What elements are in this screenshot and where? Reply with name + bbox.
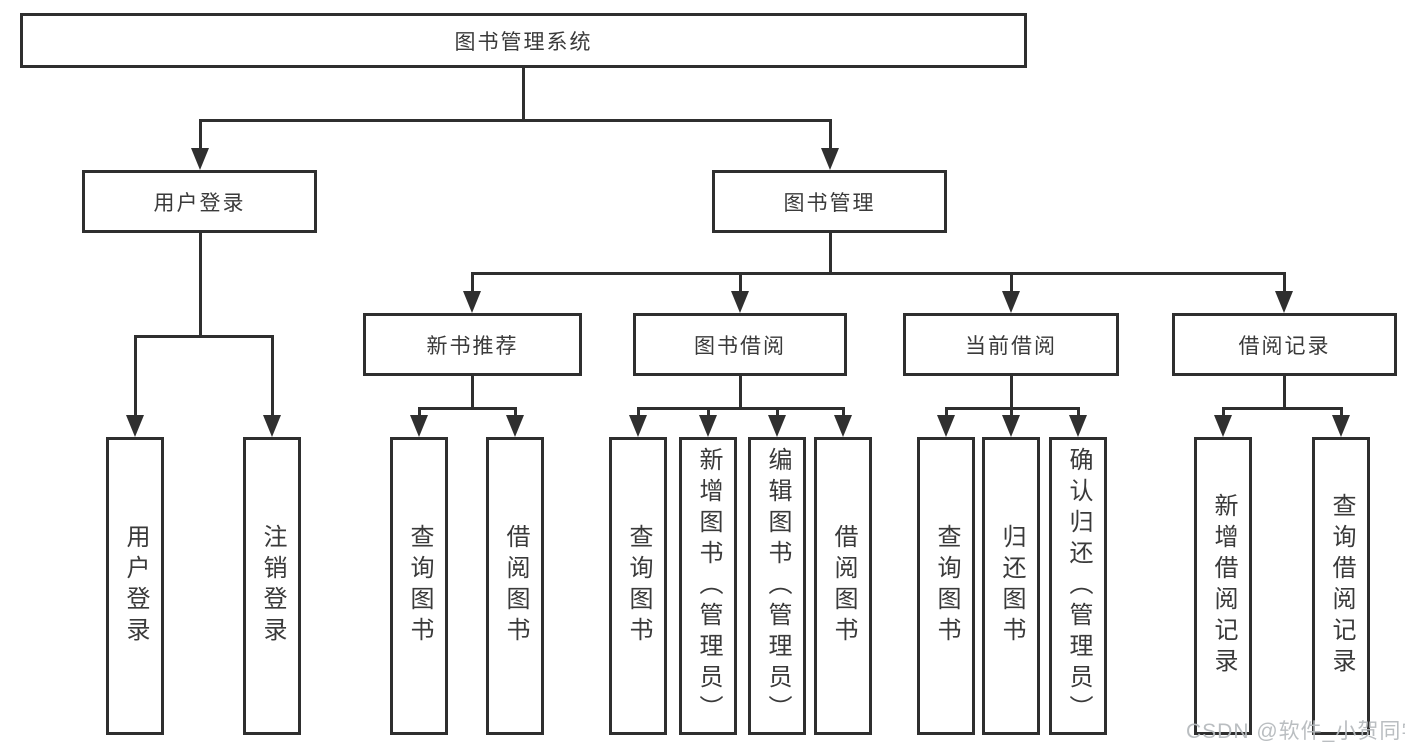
connector-arrowhead-down — [821, 148, 839, 170]
node-label: 新书推荐 — [426, 334, 519, 358]
connector-line — [636, 408, 640, 416]
node-label: 查询借阅记录 — [1328, 493, 1355, 679]
connector-line — [1009, 376, 1013, 410]
node-label: 新增图书（管理员） — [695, 446, 722, 726]
node-label: 用户登录 — [122, 524, 149, 648]
node-label: 图书管理系统 — [454, 30, 593, 54]
connector-line — [738, 273, 742, 292]
leaf-records-query-borrow-record: 查询借阅记录 — [1312, 437, 1370, 735]
connector-arrowhead-down — [463, 291, 481, 313]
connector-line — [198, 233, 202, 338]
connector-line — [513, 408, 517, 416]
connector-line — [470, 271, 1286, 275]
node-label: 编辑图书（管理员） — [764, 446, 791, 726]
leaf-logout: 注销登录 — [243, 437, 301, 735]
node-book-management: 图书管理 — [712, 170, 947, 233]
connector-arrowhead-down — [1002, 415, 1020, 437]
leaf-records-add-borrow-record: 新增借阅记录 — [1194, 437, 1252, 735]
connector-arrowhead-down — [768, 415, 786, 437]
connector-line — [828, 233, 832, 275]
connector-arrowhead-down — [1214, 415, 1232, 437]
node-new-book-recommendation: 新书推荐 — [363, 313, 582, 376]
connector-arrowhead-down — [126, 415, 144, 437]
connector-arrowhead-down — [1069, 415, 1087, 437]
node-borrowing-records: 借阅记录 — [1172, 313, 1397, 376]
leaf-current-confirm-return-admin: 确认归还（管理员） — [1049, 437, 1107, 735]
connector-line — [738, 376, 742, 410]
connector-arrowhead-down — [834, 415, 852, 437]
leaf-borrowing-add-books-admin: 新增图书（管理员） — [679, 437, 737, 735]
connector-line — [470, 273, 474, 292]
connector-line — [1009, 408, 1013, 416]
connector-arrowhead-down — [937, 415, 955, 437]
connector-arrowhead-down — [506, 415, 524, 437]
connector-line — [841, 408, 845, 416]
node-current-borrowing: 当前借阅 — [903, 313, 1119, 376]
leaf-borrowing-edit-books-admin: 编辑图书（管理员） — [748, 437, 806, 735]
node-label: 图书管理 — [783, 191, 876, 215]
connector-line — [944, 408, 948, 416]
connector-line — [1221, 408, 1225, 416]
connector-line — [521, 68, 525, 122]
connector-line — [1009, 273, 1013, 292]
connector-arrowhead-down — [1332, 415, 1350, 437]
node-label: 注销登录 — [259, 524, 286, 648]
connector-arrowhead-down — [731, 291, 749, 313]
connector-line — [828, 120, 832, 149]
node-root-library-management-system: 图书管理系统 — [20, 13, 1027, 68]
connector-line — [1282, 376, 1286, 410]
connector-arrowhead-down — [629, 415, 647, 437]
connector-line — [775, 408, 779, 416]
connector-line — [1076, 408, 1080, 416]
leaf-current-query-books: 查询图书 — [917, 437, 975, 735]
connector-line — [133, 334, 274, 338]
leaf-recommend-query-books: 查询图书 — [390, 437, 448, 735]
connector-line — [1339, 408, 1343, 416]
connector-line — [270, 336, 274, 416]
connector-line — [133, 336, 137, 416]
connector-arrowhead-down — [1002, 291, 1020, 313]
leaf-user-login: 用户登录 — [106, 437, 164, 735]
connector-line — [706, 408, 710, 416]
csdn-watermark: CSDN @软件_小贺同学 — [1186, 720, 1405, 743]
node-label: 查询图书 — [406, 524, 433, 648]
connector-line — [417, 406, 517, 410]
node-label: 借阅图书 — [502, 524, 529, 648]
node-label: 确认归还（管理员） — [1065, 446, 1092, 726]
node-label: 图书借阅 — [694, 334, 786, 358]
node-user-login: 用户登录 — [82, 170, 317, 233]
connector-line — [470, 376, 474, 410]
connector-line — [636, 406, 845, 410]
node-label: 归还图书 — [998, 524, 1025, 648]
connector-arrowhead-down — [1275, 291, 1293, 313]
node-book-borrowing: 图书借阅 — [633, 313, 847, 376]
connector-arrowhead-down — [263, 415, 281, 437]
connector-line — [1221, 406, 1343, 410]
node-label: 查询图书 — [933, 524, 960, 648]
connector-line — [417, 408, 421, 416]
connector-line — [1282, 273, 1286, 292]
node-label: 查询图书 — [625, 524, 652, 648]
node-label: 新增借阅记录 — [1210, 493, 1237, 679]
leaf-borrowing-query-books: 查询图书 — [609, 437, 667, 735]
connector-line — [198, 118, 832, 122]
leaf-borrowing-borrow-books: 借阅图书 — [814, 437, 872, 735]
connector-arrowhead-down — [191, 148, 209, 170]
connector-arrowhead-down — [699, 415, 717, 437]
node-label: 借阅图书 — [830, 524, 857, 648]
leaf-recommend-borrow-books: 借阅图书 — [486, 437, 544, 735]
connector-line — [198, 120, 202, 149]
node-label: 用户登录 — [153, 191, 246, 215]
node-label: 借阅记录 — [1238, 334, 1331, 358]
leaf-current-return-books: 归还图书 — [982, 437, 1040, 735]
connector-arrowhead-down — [410, 415, 428, 437]
node-label: 当前借阅 — [965, 334, 1057, 358]
